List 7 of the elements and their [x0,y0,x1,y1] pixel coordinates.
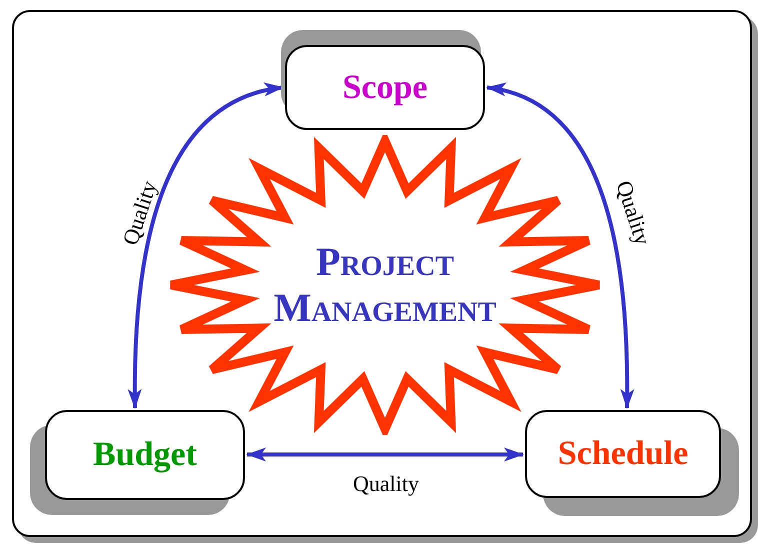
double-arrow [128,84,284,409]
double-arrow [246,448,524,462]
node-label: Scope [342,68,428,108]
title-text: Project Management [272,239,498,331]
node-label: Schedule [558,434,688,474]
double-arrow [486,84,634,409]
node-label: Budget [93,435,197,475]
